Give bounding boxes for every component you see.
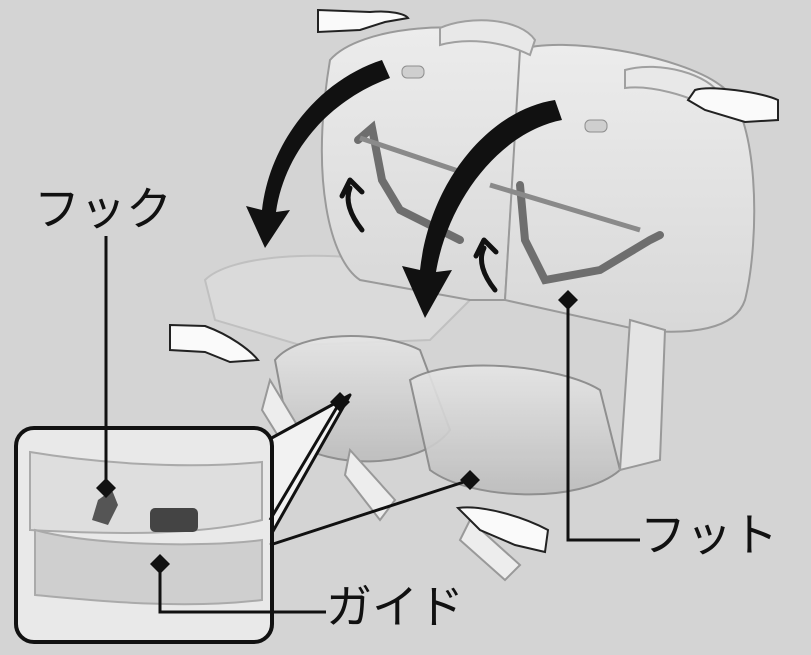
hook-detail [92, 490, 118, 525]
hand-icon [169, 8, 779, 554]
diamond-marker-icon [558, 290, 578, 310]
headrest-left [439, 19, 537, 57]
guide-detail [150, 508, 198, 532]
leader-line-foot [566, 298, 640, 542]
seat-cushion-right [408, 364, 622, 496]
leader-line-guide [158, 562, 326, 614]
diamond-marker-icon [150, 554, 170, 574]
latch-slot-right [584, 119, 608, 133]
seat-base-mid [343, 447, 397, 522]
diamond-marker-icon [96, 478, 116, 498]
foot-bar-right [489, 182, 641, 233]
diamond-marker-icon [330, 392, 350, 412]
diamond-marker-icon [460, 470, 480, 490]
foot-leg-left [354, 120, 464, 244]
foot-leg-right [516, 181, 664, 285]
inset-detail [14, 393, 352, 644]
seat-base-right [458, 518, 522, 582]
small-lift-arrow-icon [473, 237, 499, 293]
hook-label: フック [34, 182, 172, 236]
foot-bar-left [359, 135, 471, 178]
guide-label: ガイド [326, 580, 464, 634]
small-lift-arrow-icon [339, 177, 365, 233]
seat-back-right [503, 43, 756, 333]
leader-line-guide-callout [268, 401, 471, 547]
foot-label: フット [640, 508, 778, 562]
seat-back-left [321, 26, 521, 301]
latch-slot-left [401, 65, 425, 79]
rotate-arrow-icon [246, 60, 390, 248]
seat-side-bracket [618, 318, 667, 472]
rotate-arrow-icon [402, 100, 562, 318]
